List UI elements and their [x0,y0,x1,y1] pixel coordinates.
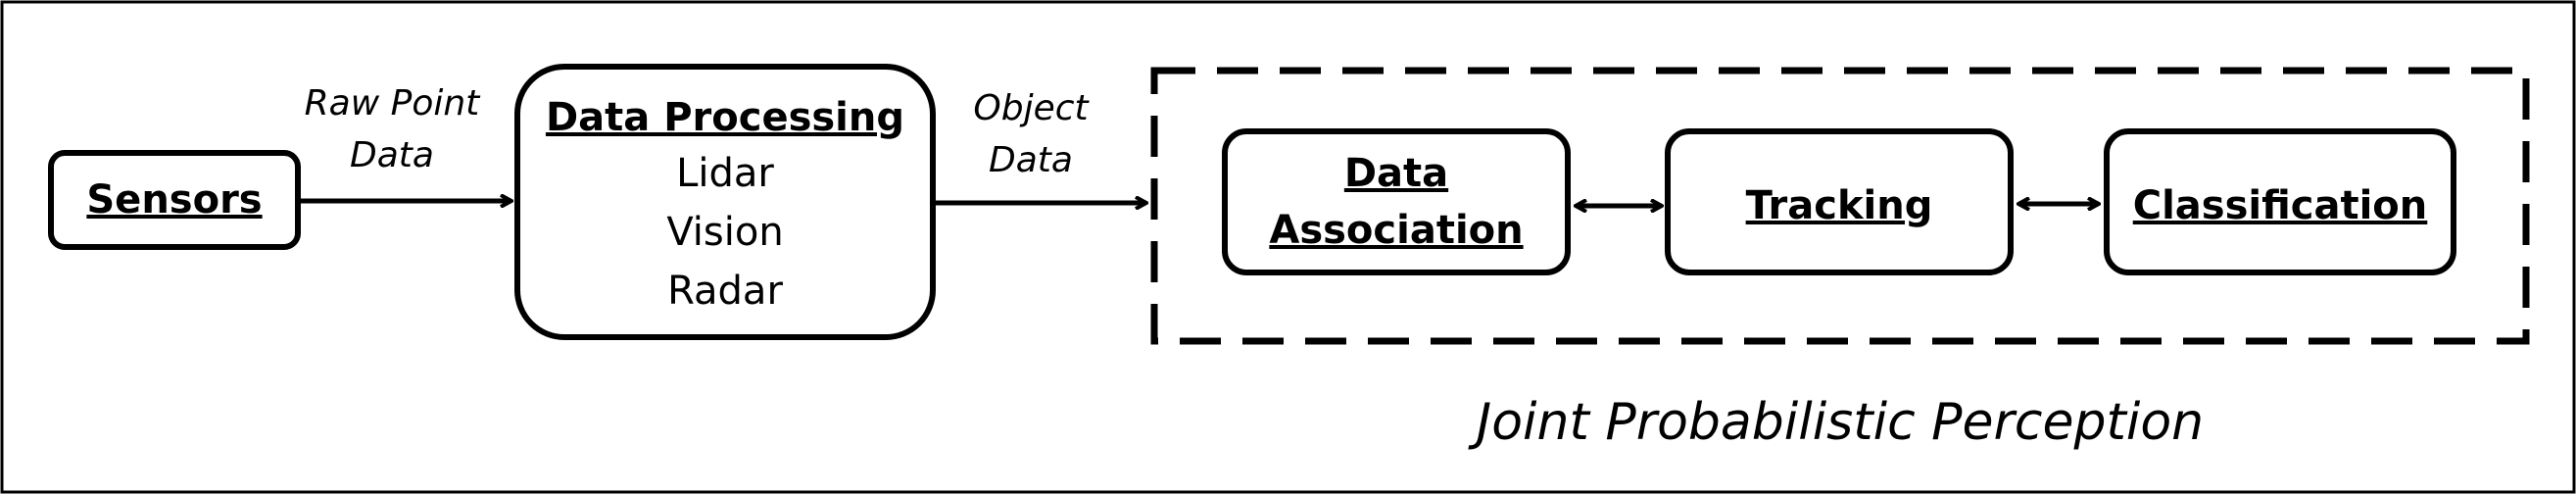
sensors-title: Sensors [86,177,262,222]
classification-title: Classification [2133,183,2428,228]
data-processing-item-radar: Radar [667,269,783,314]
sensors-box [48,150,301,250]
data-processing-title: Data Processing [546,95,904,140]
data-association-title-line1: Data [1344,151,1448,196]
classification-box [2104,128,2456,275]
raw-point-data-label-line2: Data [350,135,434,175]
tracking-box [1665,128,2014,275]
tracking-title: Tracking [1746,183,1933,228]
object-data-label-line2: Data [989,140,1073,180]
joint-perception-group [1150,67,2530,345]
data-association-box [1222,128,1571,275]
data-association-title-line2: Association [1269,208,1523,253]
group-caption: Joint Probabilistic Perception [1468,393,2204,452]
raw-point-data-label-line1: Raw Point [305,83,482,124]
data-processing-box [514,64,936,340]
object-data-label-line1: Object [973,88,1090,128]
data-processing-item-vision: Vision [666,210,783,255]
data-processing-item-lidar: Lidar [676,151,774,196]
